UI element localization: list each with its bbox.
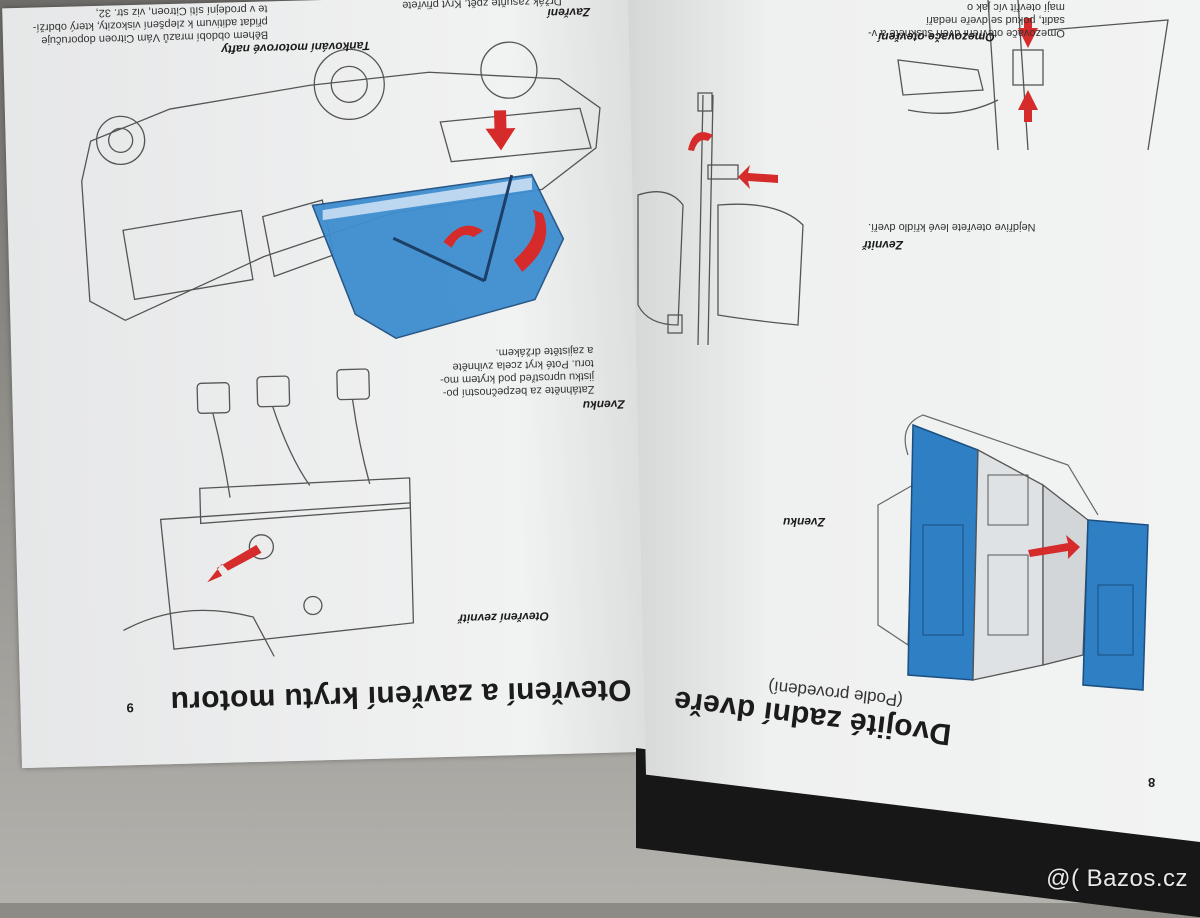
text-door-limiter: Omezovače otevření dveří stiskněte a v- … <box>868 1 1065 39</box>
rear-doors-illustration <box>877 414 1149 691</box>
text-inside-doors: Nejdříve otevřete levé křídlo dveří. <box>868 221 1036 233</box>
manual-page-left: Otevření a zavření krytu motoru 9 Otevře… <box>2 0 654 769</box>
page-title-hood: Otevření a zavření krytu motoru <box>169 673 632 719</box>
label-close: Zavření <box>547 5 591 21</box>
label-outside-doors: Zvenku <box>783 515 826 529</box>
page-number-left: 9 <box>126 700 134 716</box>
text-outside-open: Zatáhněte za bezpečnostní po- jistku upr… <box>439 344 595 399</box>
label-inside-doors: Zevnitř <box>863 238 904 252</box>
inside-handle-illustration <box>637 92 804 346</box>
pedals-illustration <box>123 368 415 657</box>
label-inside-open: Otevření zevnitř <box>458 609 550 626</box>
watermark-logo-icon: @( <box>1046 865 1080 892</box>
page-number-right: 8 <box>1148 775 1156 790</box>
text-fuel: Během období mrazů Vám Citroen doporučuj… <box>32 2 269 47</box>
door-limiter-illustration <box>897 0 1169 151</box>
label-outside-open: Zvenku <box>582 397 625 413</box>
hood-illustration <box>81 41 601 340</box>
watermark-text: Bazos.cz <box>1086 865 1188 892</box>
manual-page-right: Dvojité zadní dveře (Podle provedení) 8 … <box>628 0 1200 842</box>
watermark: @( Bazos.cz <box>1046 865 1188 893</box>
